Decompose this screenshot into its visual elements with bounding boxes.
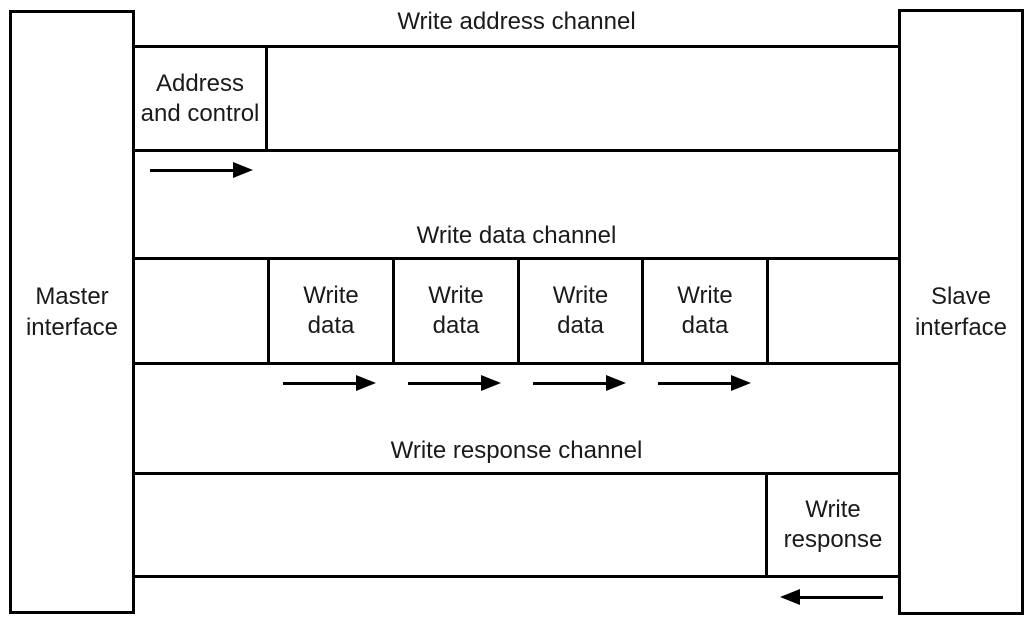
- master-interface-label-line1: Master: [35, 283, 109, 310]
- data-channel-right-arrow-icon: [533, 374, 626, 392]
- write-data-label-line2: data: [307, 312, 355, 339]
- write-data-cell: Write data: [392, 260, 517, 362]
- write-data-label-line2: data: [432, 312, 480, 339]
- arrow-head: [731, 375, 751, 391]
- write-data-label-line1: Write: [552, 282, 609, 309]
- arrow-shaft: [408, 381, 481, 385]
- write-data-label-line2: data: [557, 312, 604, 339]
- slave-interface-label-line1: Slave: [930, 283, 992, 310]
- write-data-label-line1: Write: [428, 282, 484, 309]
- write-response-cell: Write response: [765, 475, 898, 575]
- arrow-head: [481, 375, 501, 391]
- data-channel-right-arrow-icon: [408, 374, 501, 392]
- slave-interface-label-line2: interface: [914, 314, 1008, 341]
- address-and-control-label-line2: and control: [140, 99, 260, 127]
- arrow-shaft: [150, 168, 233, 172]
- write-data-label-line1: Write: [303, 282, 359, 309]
- write-data-cell: Write data: [517, 260, 641, 362]
- write-response-label-line2: response: [783, 526, 883, 553]
- address-and-control-label-line1: Address: [155, 69, 245, 97]
- write-address-channel-title: Write address channel: [397, 8, 636, 35]
- address-and-control-cell: Address and control: [135, 48, 268, 149]
- arrow-head: [356, 375, 376, 391]
- arrow-shaft: [283, 381, 356, 385]
- arrow-shaft: [533, 381, 606, 385]
- arrow-head: [780, 589, 800, 605]
- write-data-cell: Write data: [641, 260, 769, 362]
- arrow-head: [606, 375, 626, 391]
- data-channel-right-arrow-icon: [283, 374, 376, 392]
- response-channel-left-arrow-icon: [780, 588, 883, 606]
- write-data-label-line2: data: [681, 312, 729, 339]
- write-response-channel-title: Write response channel: [390, 437, 643, 464]
- write-data-channel-title: Write data channel: [416, 222, 617, 249]
- write-data-label-line1: Write: [677, 282, 733, 309]
- address-channel-right-arrow-icon: [150, 161, 253, 179]
- arrow-head: [233, 162, 253, 178]
- master-interface-label-line2: interface: [25, 314, 119, 341]
- data-channel-right-arrow-icon: [658, 374, 751, 392]
- write-response-label-line1: Write: [805, 496, 861, 523]
- slave-interface-box: Slave interface: [898, 9, 1024, 615]
- arrow-shaft: [800, 595, 883, 599]
- arrow-shaft: [658, 381, 731, 385]
- master-interface-box: Master interface: [9, 10, 135, 614]
- write-data-cell: Write data: [267, 260, 392, 362]
